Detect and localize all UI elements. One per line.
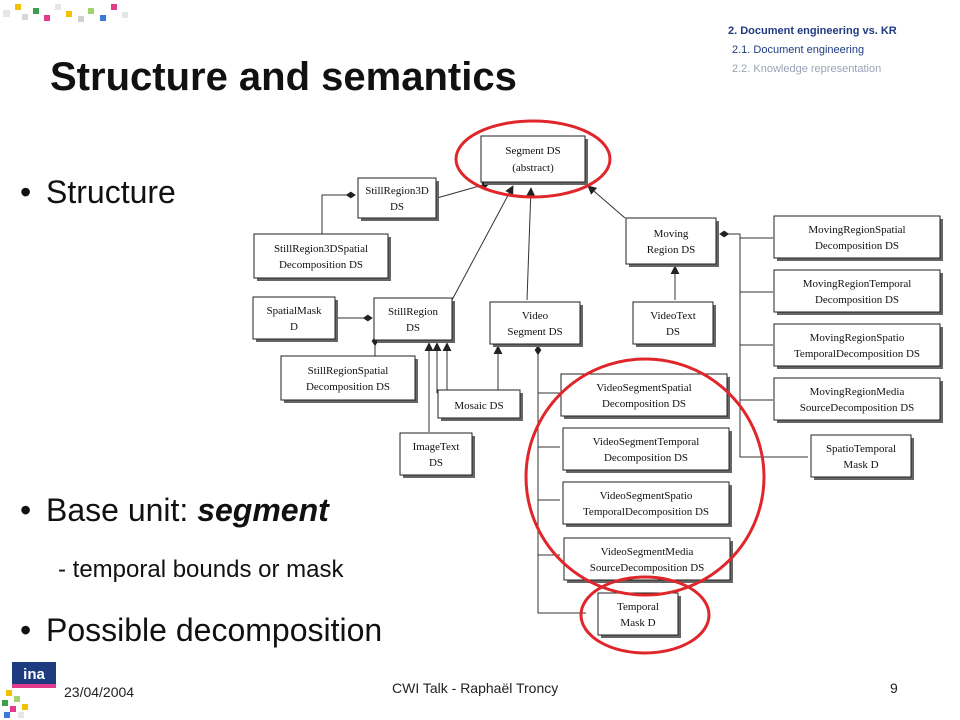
node-mr-spatial: MovingRegionSpatial Decomposition DS (773, 215, 943, 261)
ina-logo-text: ina (23, 666, 45, 683)
node-label: Decomposition DS (604, 452, 688, 464)
nav-subsection-1[interactable]: 2.1. Document engineering (732, 44, 865, 56)
node-label: SourceDecomposition DS (800, 402, 915, 414)
bullet-structure: • Structure (20, 174, 176, 211)
node-label: TemporalDecomposition DS (794, 348, 920, 360)
bullet-decomposition: • Possible decomposition (20, 612, 382, 649)
node-label: DS (429, 457, 443, 469)
decorative-mosaic-top (3, 4, 128, 22)
nav-section-current[interactable]: 2. Document engineering vs. KR (728, 25, 897, 37)
bullet-dot: • (20, 492, 32, 528)
node-label: VideoSegmentMedia (601, 546, 694, 558)
footer-date: 23/04/2004 (64, 684, 135, 700)
node-label: Video (522, 310, 549, 322)
node-temporal-mask: Temporal Mask D (597, 592, 681, 638)
slide-title: Structure and semantics (50, 55, 517, 99)
bullet-base-unit-text: Base unit: (46, 492, 198, 528)
bullet-base-unit: • Base unit: segment (20, 492, 329, 529)
node-still-region-3d: StillRegion3D DS (357, 177, 439, 221)
node-label: StillRegion (388, 306, 439, 318)
highlight-ring-video-decompositions (524, 357, 766, 597)
bullet-base-unit-emphasis: segment (197, 492, 329, 528)
node-still-region-3d-spatial: StillRegion3DSpatial Decomposition DS (253, 233, 391, 281)
node-label: Region DS (647, 244, 696, 256)
bullet-decomposition-text: Possible decomposition (46, 612, 383, 648)
node-label: D (290, 321, 298, 333)
bullet-dot: • (20, 174, 32, 210)
node-label: StillRegion3DSpatial (274, 243, 368, 255)
node-spatiotemporal-mask: SpatioTemporal Mask D (810, 434, 914, 480)
node-mr-media: MovingRegionMedia SourceDecomposition DS (773, 377, 943, 423)
node-label: SpatioTemporal (826, 443, 896, 455)
node-label: Temporal (617, 601, 659, 613)
node-still-region-spatial: StillRegionSpatial Decomposition DS (280, 355, 418, 403)
node-label: StillRegion3D (365, 185, 429, 197)
node-label: (abstract) (512, 162, 554, 174)
node-label: Decomposition DS (815, 240, 899, 252)
node-label: ImageText (413, 441, 460, 453)
page-number: 9 (890, 680, 898, 696)
node-segment-ds: Segment DS (abstract) (480, 135, 588, 185)
node-video-text: VideoText DS (632, 301, 716, 347)
bullet-structure-text: Structure (46, 174, 176, 210)
node-label: Decomposition DS (306, 381, 390, 393)
node-label: Segment DS (505, 145, 560, 157)
node-label: DS (390, 201, 404, 213)
node-label: SourceDecomposition DS (590, 562, 705, 574)
node-label: Segment DS (507, 326, 562, 338)
highlight-ring-temporal-mask (579, 575, 711, 655)
node-vs-media: VideoSegmentMedia SourceDecomposition DS (563, 537, 733, 583)
node-label: DS (406, 322, 420, 334)
node-label: VideoSegmentSpatial (596, 382, 691, 394)
node-label: DS (666, 326, 680, 338)
node-label: TemporalDecomposition DS (583, 506, 709, 518)
node-label: MovingRegionMedia (810, 386, 905, 398)
node-label: SpatialMask (267, 305, 322, 317)
node-label: Decomposition DS (279, 259, 363, 271)
nav-subsection-2[interactable]: 2.2. Knowledge representation (732, 63, 882, 75)
node-mosaic: Mosaic DS (437, 389, 523, 421)
node-vs-temporal: VideoSegmentTemporal Decomposition DS (562, 427, 732, 473)
node-label: VideoText (650, 310, 696, 322)
node-label: Mosaic DS (454, 400, 503, 412)
node-label: Decomposition DS (602, 398, 686, 410)
node-label: StillRegionSpatial (308, 365, 389, 377)
node-label: Mask D (843, 459, 878, 471)
node-label: VideoSegmentTemporal (593, 436, 700, 448)
node-label: MovingRegionTemporal (803, 278, 912, 290)
node-label: MovingRegionSpatial (808, 224, 905, 236)
node-image-text: ImageText DS (399, 432, 475, 478)
node-label: MovingRegionSpatio (810, 332, 905, 344)
node-vs-spatial: VideoSegmentSpatial Decomposition DS (560, 373, 730, 419)
bullet-dot: • (20, 612, 32, 648)
footer-title: CWI Talk - Raphaël Troncy (392, 680, 559, 696)
ina-logo: ina (2, 662, 56, 718)
node-still-region: StillRegion DS (373, 297, 455, 343)
node-mr-spatiotemporal: MovingRegionSpatio TemporalDecomposition… (773, 323, 943, 369)
section-navigation: 2. Document engineering vs. KR 2.1. Docu… (728, 22, 897, 79)
node-mr-temporal: MovingRegionTemporal Decomposition DS (773, 269, 943, 315)
sub-bullet-temporal: - temporal bounds or mask (58, 556, 344, 583)
node-label: Decomposition DS (815, 294, 899, 306)
node-spatial-mask: SpatialMask D (252, 296, 338, 342)
node-label: Mask D (620, 617, 655, 629)
node-label: VideoSegmentSpatio (600, 490, 693, 502)
node-video-segment: Video Segment DS (489, 301, 583, 347)
node-moving-region: Moving Region DS (625, 217, 719, 267)
node-label: Moving (654, 228, 689, 240)
highlight-ring-segment (454, 119, 612, 199)
node-vs-spatiotemporal: VideoSegmentSpatio TemporalDecomposition… (562, 481, 732, 527)
